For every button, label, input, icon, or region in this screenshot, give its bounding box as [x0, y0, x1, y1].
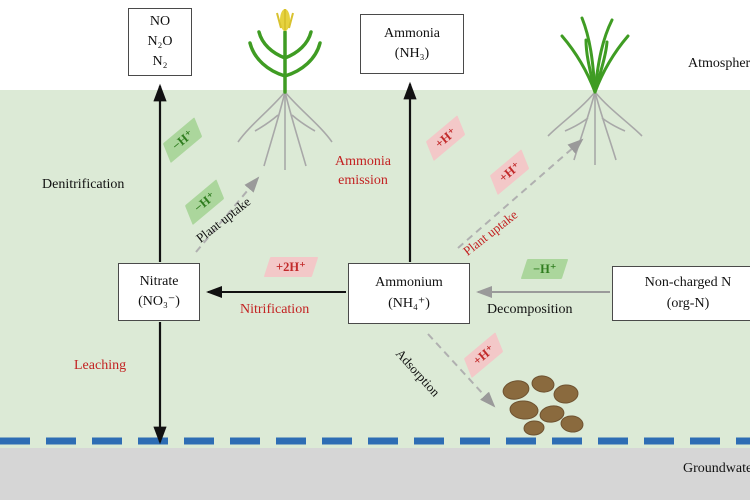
- decomposition-label: Decomposition: [487, 302, 573, 317]
- denitrification-label: Denitrification: [42, 177, 125, 192]
- leaching-label: Leaching: [74, 358, 127, 373]
- nitrate-formula: (NO₃⁻): [138, 294, 180, 309]
- nox-line-no: NO: [149, 13, 171, 29]
- nitrate-name: Nitrate: [139, 273, 179, 289]
- groundwater-region: [0, 448, 750, 500]
- nitrification-label: Nitrification: [240, 302, 310, 317]
- groundwater-label: Groundwater: [683, 461, 750, 476]
- nox-line-n2: N₂: [152, 54, 168, 70]
- ammonia-name: Ammonia: [384, 25, 440, 41]
- organic-n-name: Non-charged N: [644, 275, 732, 291]
- ammonium-formula: (NH₄⁺): [388, 295, 430, 311]
- atmosphere-label: Atmosphere: [688, 56, 750, 71]
- ammonia-emission-line1: Ammonia: [335, 154, 391, 169]
- decomposition-proton-tag: −H⁺: [524, 259, 565, 279]
- ammonium-name: Ammonium: [375, 275, 443, 291]
- nitrification-proton-tag: +2H⁺: [267, 257, 315, 277]
- ammonia-emission-line2: emission: [338, 172, 388, 188]
- ammonia-emission-label: Ammonia emission: [330, 153, 396, 191]
- ammonium-box: Ammonium (NH₄⁺): [348, 263, 470, 324]
- nox-gases-box: NO N₂O N₂: [128, 8, 192, 76]
- organic-n-formula: (org-N): [666, 295, 710, 311]
- organic-n-box: Non-charged N (org-N): [612, 266, 750, 321]
- ammonia-box: Ammonia (NH₃): [360, 14, 464, 74]
- nox-line-n2o: N₂O: [147, 33, 173, 49]
- nitrate-box: Nitrate (NO₃⁻): [118, 263, 200, 321]
- ammonia-formula: (NH₃): [394, 46, 430, 61]
